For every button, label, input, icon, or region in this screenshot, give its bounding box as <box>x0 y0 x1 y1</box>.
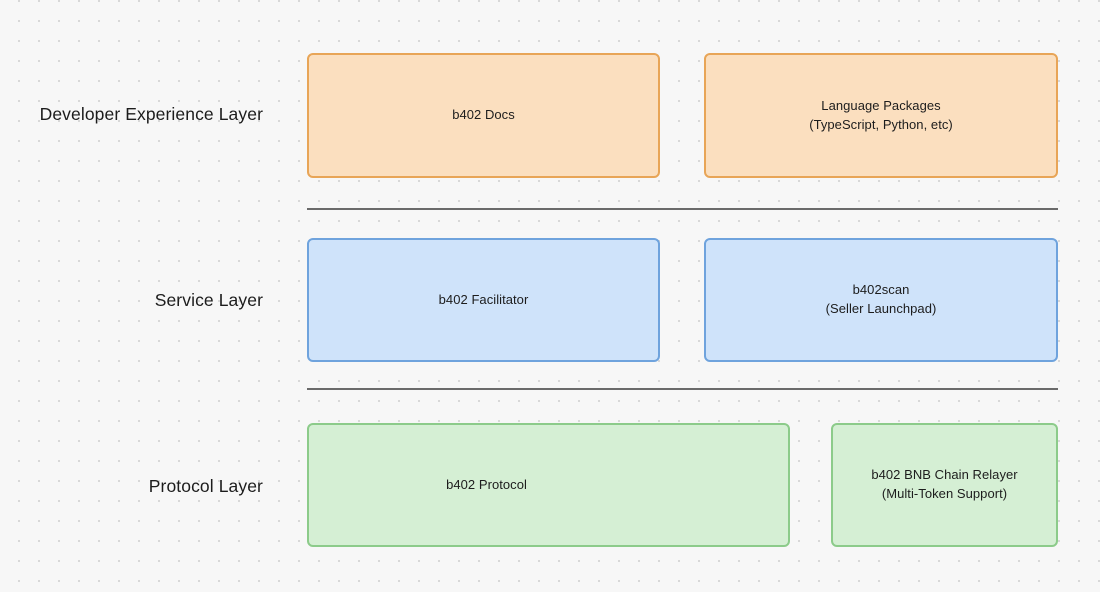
node-b402-docs[interactable]: b402 Docs <box>307 53 660 178</box>
node-b402-bnb-chain-relayer[interactable]: b402 BNB Chain Relayer (Multi-Token Supp… <box>831 423 1058 547</box>
layer-label-protocol: Protocol Layer <box>148 476 263 496</box>
node-b402scan-label: b402scan (Seller Launchpad) <box>825 282 937 316</box>
node-b402-facilitator[interactable]: b402 Facilitator <box>307 238 660 362</box>
node-b402-protocol-label: b402 Protocol <box>446 476 527 492</box>
node-b402-protocol[interactable]: b402 Protocol <box>307 423 790 547</box>
layer-label-developer-experience: Developer Experience Layer <box>39 104 263 124</box>
divider-dx-service <box>307 208 1058 210</box>
node-language-packages[interactable]: Language Packages (TypeScript, Python, e… <box>704 53 1058 178</box>
node-b402-bnb-chain-relayer-label: b402 BNB Chain Relayer (Multi-Token Supp… <box>871 467 1018 501</box>
node-b402-docs-label: b402 Docs <box>452 107 515 123</box>
divider-service-protocol <box>307 388 1058 390</box>
node-b402scan[interactable]: b402scan (Seller Launchpad) <box>704 238 1058 362</box>
node-language-packages-label: Language Packages (TypeScript, Python, e… <box>809 97 953 132</box>
layer-label-service: Service Layer <box>154 290 263 310</box>
node-b402-facilitator-label: b402 Facilitator <box>438 291 529 307</box>
